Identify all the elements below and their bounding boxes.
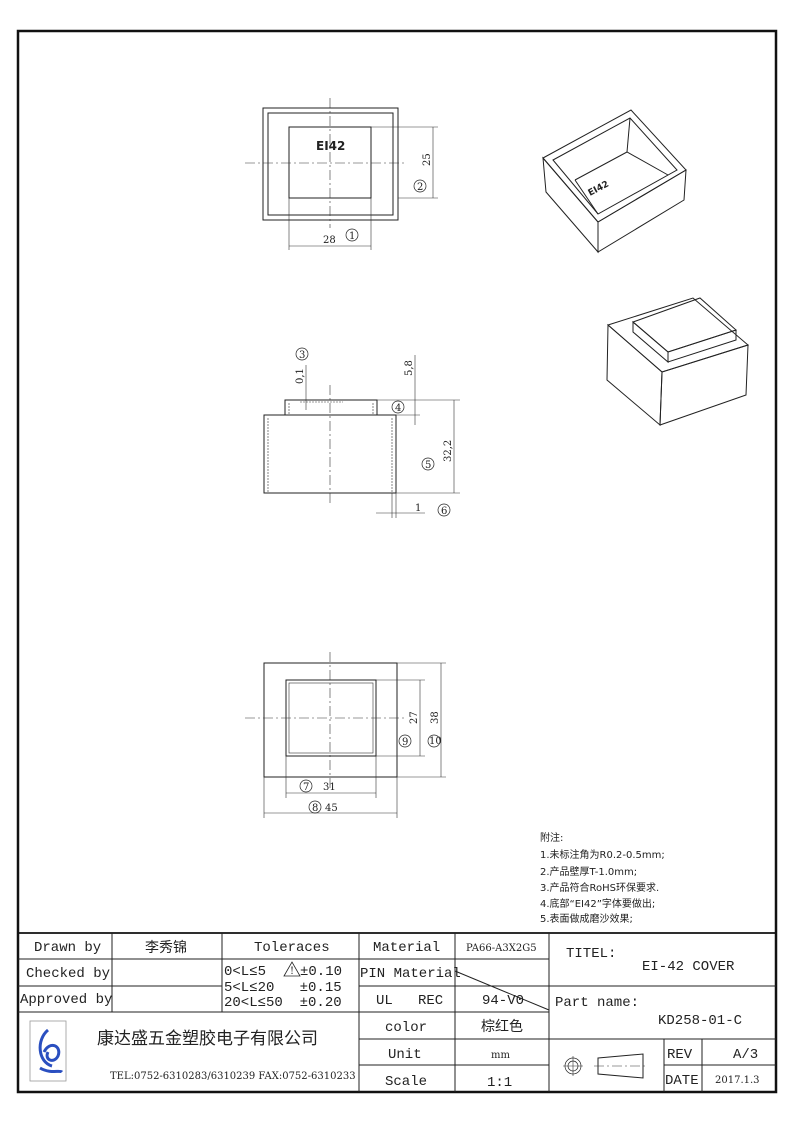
scale-label: Scale	[385, 1074, 427, 1090]
isometric-view-closed	[606, 297, 750, 427]
drawing-frame	[16, 29, 778, 1094]
callout-6: 6	[441, 506, 447, 517]
pin-material-label: PIN Material	[360, 966, 461, 982]
dim-inner-width: 31	[323, 782, 336, 793]
callout-9: 9	[402, 737, 408, 748]
dim-step: 1	[415, 503, 421, 514]
dim-total: 32,2	[443, 440, 454, 462]
callout-1: 1	[349, 231, 355, 242]
callout-7: 7	[303, 782, 309, 793]
title-label: TITEL:	[566, 946, 616, 962]
warning-triangle-icon	[283, 961, 301, 977]
warning-mark: !	[290, 966, 294, 977]
isometric-view-open: EI42	[542, 109, 687, 254]
dim-outer-width: 45	[325, 803, 338, 814]
company-name: 康达盛五金塑胶电子有限公司	[97, 1029, 318, 1049]
drawn-by-label: Drawn by	[34, 940, 101, 956]
callout-10: 10	[429, 736, 442, 747]
title-value: EI-42 COVER	[642, 959, 735, 975]
dim-wall: 0,1	[295, 368, 306, 384]
dim-width: 28	[323, 235, 336, 246]
unit-label: Unit	[388, 1047, 422, 1063]
tolerance-3: 20<L≤50 ±0.20	[224, 995, 342, 1011]
company-logo	[29, 1020, 67, 1082]
part-name-label: Part name:	[555, 995, 639, 1011]
company-contact: TEL:0752-6310283/6310239 FAX:0752-631023…	[110, 1071, 356, 1082]
material-label: Material	[373, 940, 440, 956]
bottom-view: 31 7 45 8 27 9 38 10	[245, 652, 446, 818]
scale-value: 1:1	[487, 1075, 512, 1091]
rev-label: REV	[667, 1047, 693, 1063]
notes: 附注: 1.未标注角为R0.2-0.5mm; 2.产品壁厚T-1.0mm; 3.…	[540, 831, 665, 925]
projection-symbol-icon	[563, 1053, 648, 1079]
rev-value: A/3	[733, 1047, 758, 1063]
title-block: Drawn by 李秀锦 Checked by Approved by Tole…	[18, 932, 776, 1092]
callout-4: 4	[395, 403, 401, 414]
callout-3: 3	[299, 350, 305, 361]
top-view: EI42 28 1 25 2	[245, 98, 438, 250]
part-name-value: KD258-01-C	[658, 1013, 742, 1029]
tolerance-2: 5<L≤20 ±0.15	[224, 980, 342, 996]
callout-5: 5	[425, 460, 431, 471]
iso-marking-label: EI42	[587, 179, 611, 198]
approved-by-label: Approved by	[20, 992, 112, 1008]
callout-8: 8	[312, 803, 318, 814]
dim-cap: 5,8	[404, 360, 415, 376]
date-label: DATE	[665, 1073, 699, 1089]
note-item: 3.产品符合RoHS环保要求.	[540, 881, 659, 894]
drawn-by-value: 李秀锦	[145, 939, 187, 956]
unit-value: mm	[491, 1050, 510, 1061]
dim-height: 25	[422, 153, 433, 166]
note-item: 1.未标注角为R0.2-0.5mm;	[540, 848, 665, 861]
dim-outer-height: 38	[430, 711, 441, 724]
tolerances-label: Toleraces	[254, 940, 330, 956]
color-label: color	[385, 1020, 427, 1036]
part-marking-label: EI42	[316, 139, 345, 153]
note-item: 5.表面做成磨沙效果;	[540, 912, 633, 925]
side-view: 0,1 3 5,8 4 32,2 5 1 6	[263, 347, 460, 518]
dim-inner-height: 27	[409, 711, 420, 724]
material-value: PA66-A3X2G5	[466, 943, 537, 954]
checked-by-label: Checked by	[26, 966, 110, 982]
ul-value: 94-V0	[482, 993, 524, 1009]
date-value: 2017.1.3	[715, 1075, 760, 1086]
tolerance-1-value: ±0.10	[300, 964, 342, 980]
tolerance-1-range: 0<L≤5	[224, 964, 266, 980]
note-item: 4.底部“EI42”字体要做出;	[540, 897, 655, 910]
note-item: 2.产品壁厚T-1.0mm;	[540, 865, 637, 878]
ul-label: UL REC	[376, 993, 443, 1009]
color-value: 棕红色	[481, 1018, 523, 1035]
callout-2: 2	[417, 182, 423, 193]
notes-title: 附注:	[540, 831, 563, 844]
swirl-logo-icon	[38, 1028, 64, 1074]
